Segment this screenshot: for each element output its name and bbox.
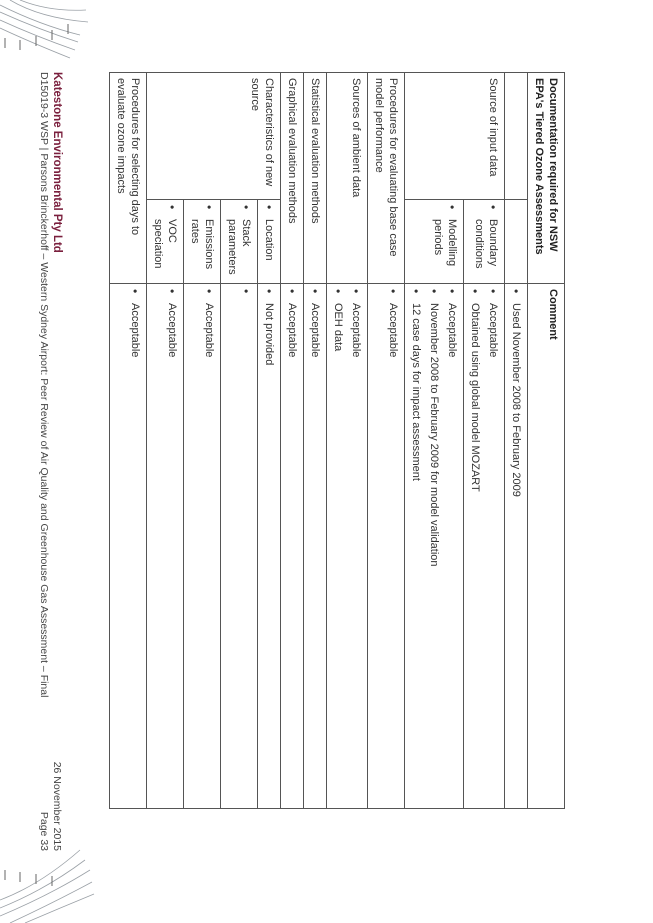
- document-date: 26 November 2015: [51, 761, 63, 851]
- comment-list: Used November 2008 to February 2009: [509, 289, 523, 804]
- sub-list: Stack parameters: [225, 205, 253, 279]
- comment-item: [239, 289, 253, 804]
- comment-list: Acceptable: [202, 289, 216, 804]
- comment-item: November 2008 to February 2009 for model…: [427, 289, 441, 804]
- comment-item: Obtained using global model MOZART: [468, 289, 482, 804]
- row-label: Sources of ambient data: [326, 72, 368, 284]
- row-label: Statistical evaluation methods: [303, 72, 327, 284]
- sub-item: VOC speciation: [151, 205, 179, 279]
- ozone-assessment-table: Documentation required for NSW EPA's Tie…: [109, 72, 565, 809]
- comment-item: Acceptable: [445, 289, 459, 804]
- page-number: Page 33: [38, 811, 50, 851]
- sub-item: Stack parameters: [225, 205, 253, 279]
- sub-item: Emissions rates: [188, 205, 216, 279]
- comment-item: Acceptable: [349, 289, 363, 804]
- comment-item: Acceptable: [165, 289, 179, 804]
- comment-item: 12 case days for impact assessment: [409, 289, 423, 804]
- company-name: Katestone Environmental Pty Ltd: [51, 72, 63, 253]
- comment-item: OEH data: [331, 289, 345, 804]
- sub-list: Modelling periods: [431, 205, 459, 279]
- decorative-swoosh-bottom: [0, 849, 95, 923]
- comment-item: Not provided: [262, 289, 276, 804]
- sub-item: Location: [262, 205, 276, 279]
- table-header-row: Documentation required for NSW EPA's Tie…: [527, 72, 565, 809]
- comment-item: Acceptable: [308, 289, 322, 804]
- comment-list: Acceptable Obtained using global model M…: [468, 289, 500, 804]
- table-row: Used November 2008 to February 2009: [504, 72, 528, 809]
- header-comment: Comment: [527, 283, 565, 809]
- document-reference: D15019-3 WSP | Parsons Brinckerhoff – We…: [38, 72, 50, 698]
- page-footer: Katestone Environmental Pty Ltd D15019-3…: [37, 72, 63, 852]
- comment-list: Acceptable: [128, 289, 142, 804]
- comment-list: Acceptable: [386, 289, 400, 804]
- sub-list: Emissions rates: [188, 205, 216, 279]
- sub-list: VOC speciation: [151, 205, 179, 279]
- page-footer-right: 26 November 2015 Page 33: [37, 762, 63, 851]
- comment-list: Acceptable: [165, 289, 179, 804]
- table-row: Procedures for evaluating base case mode…: [367, 72, 405, 809]
- decorative-swoosh-top: [0, 0, 89, 59]
- comment-item: Acceptable: [285, 289, 299, 804]
- comment-item: Acceptable: [128, 289, 142, 804]
- comment-list: Acceptable OEH data: [331, 289, 363, 804]
- comment-item: Acceptable: [386, 289, 400, 804]
- sub-item: Modelling periods: [431, 205, 459, 279]
- comment-list: Acceptable November 2008 to February 200…: [409, 289, 459, 804]
- table-row: Source of input data Boundary conditions…: [404, 72, 505, 809]
- comment-item: Used November 2008 to February 2009: [509, 289, 523, 804]
- row-label: Source of input data: [404, 72, 505, 200]
- comment-item: Acceptable: [202, 289, 216, 804]
- comment-list: Acceptable: [308, 289, 322, 804]
- comment-list: Acceptable: [285, 289, 299, 804]
- sub-list: Boundary conditions: [472, 205, 500, 279]
- table-row: Procedures for selecting days to evaluat…: [109, 72, 147, 809]
- row-label: Characteristics of new source: [146, 72, 281, 200]
- sub-list: Location: [262, 205, 276, 279]
- table-row: Sources of ambient data Acceptable OEH d…: [326, 72, 368, 809]
- table-row: Graphical evaluation methods Acceptable: [280, 72, 304, 809]
- comment-list: Not provided: [262, 289, 276, 804]
- row-label: Procedures for selecting days to evaluat…: [109, 72, 147, 284]
- comment-list: [239, 289, 253, 804]
- comment-item: Acceptable: [486, 289, 500, 804]
- row-label: Procedures for evaluating base case mode…: [367, 72, 405, 284]
- row-label: Graphical evaluation methods: [280, 72, 304, 284]
- table-row: Statistical evaluation methods Acceptabl…: [303, 72, 327, 809]
- header-documentation: Documentation required for NSW EPA's Tie…: [527, 72, 565, 284]
- sub-item: Boundary conditions: [472, 205, 500, 279]
- table-row: Characteristics of new source Location N…: [146, 72, 281, 809]
